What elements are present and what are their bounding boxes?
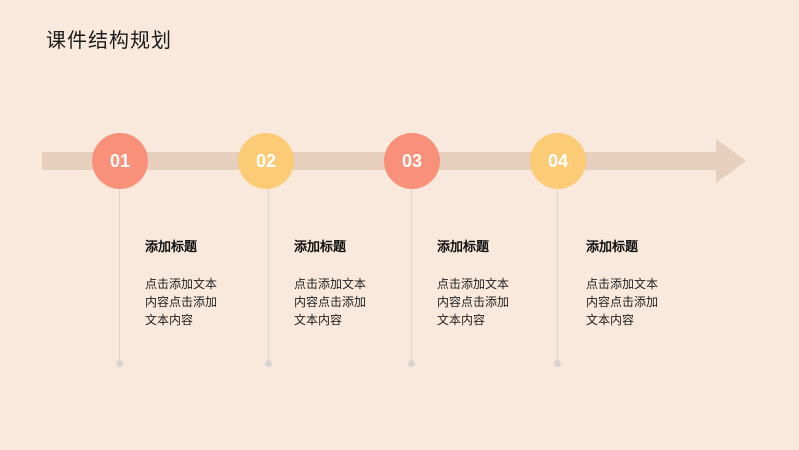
step-connector-dot <box>116 360 123 367</box>
timeline-step-2: 02 添加标题 点击添加文本内容点击添加文本内容 <box>238 0 381 450</box>
step-heading: 添加标题 <box>586 240 639 255</box>
step-connector-dot <box>265 360 272 367</box>
step-body-text: 点击添加文本内容点击添加文本内容 <box>145 277 218 327</box>
step-body-text: 点击添加文本内容点击添加文本内容 <box>437 277 510 327</box>
step-body-text: 点击添加文本内容点击添加文本内容 <box>294 277 367 327</box>
step-heading: 添加标题 <box>437 240 490 255</box>
timeline-arrow-head <box>716 139 746 183</box>
page-title: 课件结构规划 <box>46 28 172 52</box>
step-connector-line <box>557 180 558 362</box>
step-number-badge: 04 <box>530 133 586 189</box>
timeline-step-4: 04 添加标题 点击添加文本内容点击添加文本内容 <box>530 0 670 450</box>
timeline-step-3: 03 添加标题 点击添加文本内容点击添加文本内容 <box>384 0 524 450</box>
step-connector-line <box>268 180 269 362</box>
step-body-text: 点击添加文本内容点击添加文本内容 <box>586 277 659 327</box>
step-connector-dot <box>408 360 415 367</box>
timeline-step-1: 01 添加标题 点击添加文本内容点击添加文本内容 <box>92 0 232 450</box>
step-connector-line <box>411 180 412 362</box>
step-connector-dot <box>554 360 561 367</box>
step-number-badge: 03 <box>384 133 440 189</box>
step-number-badge: 02 <box>238 133 294 189</box>
step-connector-line <box>119 180 120 362</box>
step-heading: 添加标题 <box>294 240 347 255</box>
step-number-badge: 01 <box>92 133 148 189</box>
step-heading: 添加标题 <box>145 240 198 255</box>
